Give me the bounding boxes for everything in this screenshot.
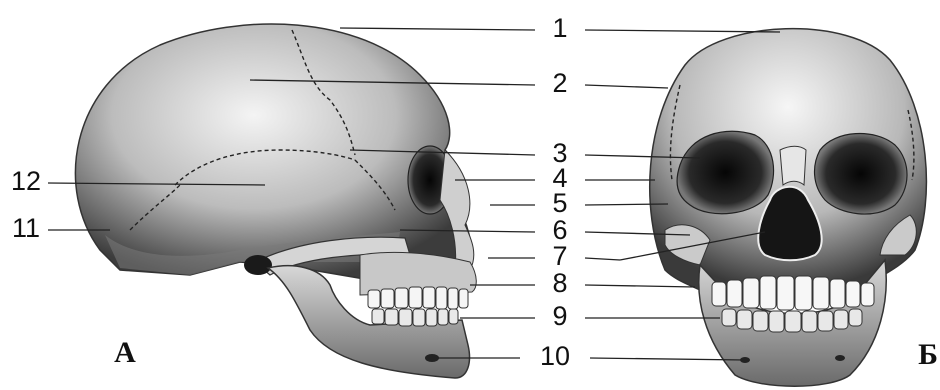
label-12: 12 [11,166,41,196]
label-5: 5 [552,188,567,218]
label-1: 1 [552,13,567,43]
frontal-mental-foramen-right [835,355,845,361]
frontal-lower-teeth [722,309,862,332]
leader-8-right [585,285,695,287]
leader-1-left [340,28,535,30]
label-10: 10 [540,341,570,371]
lateral-skull [75,24,476,378]
leader-2-right [585,85,668,88]
lateral-upper-teeth [368,287,468,309]
label-11: 11 [12,213,40,243]
frontal-skull [650,29,927,387]
label-7: 7 [552,241,567,271]
frontal-orbit-right [815,134,907,215]
caption-lateral: А [114,336,136,369]
leader-1-right [585,30,780,32]
lateral-ear-opening [244,255,272,275]
leader-7-right [585,258,620,260]
frontal-upper-teeth [712,276,874,310]
caption-frontal: Б [918,338,938,371]
label-8: 8 [552,268,567,298]
label-2: 2 [552,68,567,98]
label-9: 9 [552,301,567,331]
lateral-lower-teeth [372,309,458,326]
frontal-nasal-bones [780,146,806,185]
